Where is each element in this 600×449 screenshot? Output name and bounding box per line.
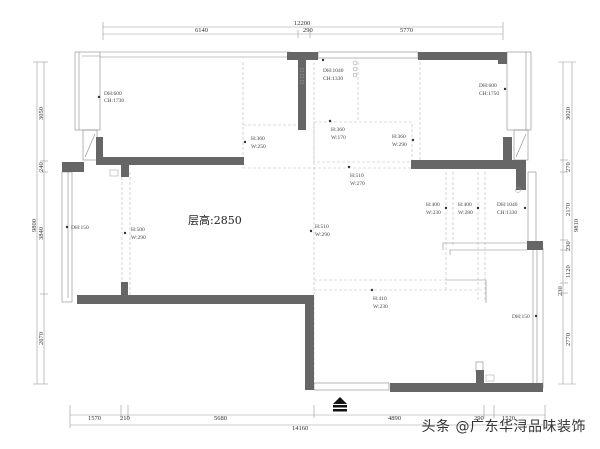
fixtures bbox=[109, 60, 521, 382]
dim-right-4: 230 bbox=[565, 241, 572, 251]
note-window-n-2: CH:1330 bbox=[323, 76, 343, 82]
note-beam-2-h: H:360 bbox=[331, 127, 345, 133]
dim-bottom-total: 14160 bbox=[292, 425, 308, 432]
dim-left-2: 240 bbox=[38, 162, 45, 172]
note-beam-4-h: H:510 bbox=[350, 173, 364, 179]
dim-top-2: 290 bbox=[303, 27, 313, 34]
note-beam-8-h: H:510 bbox=[315, 224, 329, 230]
dim-right-2: 270 bbox=[565, 162, 572, 172]
note-beam-9-w: W:230 bbox=[373, 304, 388, 310]
note-window-ne-1: DH:600 bbox=[479, 83, 497, 89]
dim-bottom-1: 1570 bbox=[88, 415, 101, 422]
note-beam-3-h: H:360 bbox=[392, 134, 406, 140]
dimension-left bbox=[33, 61, 48, 385]
dim-left-4: 2670 bbox=[38, 332, 45, 345]
dim-right-3: 2170 bbox=[565, 203, 572, 216]
note-window-nw-1: DH:600 bbox=[104, 91, 122, 97]
walls bbox=[62, 52, 543, 392]
beam-dashed-lines bbox=[121, 62, 500, 383]
note-beam-7-h: H:500 bbox=[131, 227, 145, 233]
dim-top-3: 5770 bbox=[400, 27, 413, 34]
watermark: 头条 @广东华浔品味装饰 bbox=[421, 419, 586, 435]
note-beam-2-w: W:170 bbox=[331, 135, 346, 141]
note-beam-3-w: W:290 bbox=[392, 142, 407, 148]
dim-right-5: 1120 bbox=[565, 265, 572, 278]
dim-right-1: 3020 bbox=[565, 107, 572, 120]
entrance-arrow-icon bbox=[333, 397, 347, 412]
dimension-right bbox=[558, 61, 576, 385]
note-beam-1-w: W:250 bbox=[251, 144, 266, 150]
note-beam-5-w: W:230 bbox=[426, 210, 441, 216]
annotation-dots bbox=[65, 58, 538, 318]
note-window-n-1: DH:1040 bbox=[323, 68, 344, 74]
dim-right-total: 9810 bbox=[573, 219, 580, 232]
note-window-e-1: DH:1040 bbox=[497, 202, 518, 208]
note-window-nw-2: CH:1730 bbox=[104, 98, 124, 104]
dim-right-7: 2770 bbox=[565, 333, 572, 346]
ceiling-height-label: 层高:2850 bbox=[188, 213, 242, 227]
note-door-se: DH:150 bbox=[512, 314, 530, 320]
annotation-labels: DH:600 CH:1730 DH:1040 CH:1330 DH:600 CH… bbox=[71, 68, 530, 320]
note-beam-4-w: W:270 bbox=[350, 181, 365, 187]
dim-left-1: 3050 bbox=[38, 107, 45, 120]
note-beam-6-h: H:400 bbox=[458, 202, 472, 208]
note-window-ne-2: CH:1750 bbox=[479, 91, 499, 97]
dimension-top bbox=[102, 22, 504, 40]
note-window-e-2: CH:1330 bbox=[497, 210, 517, 216]
note-beam-6-w: W:280 bbox=[458, 210, 473, 216]
dim-right-6: 230 bbox=[557, 286, 564, 296]
note-beam-7-w: W:290 bbox=[131, 235, 146, 241]
dim-left-total: 9800 bbox=[31, 219, 38, 232]
note-beam-8-w: W:290 bbox=[315, 232, 330, 238]
dim-bottom-4: 4890 bbox=[388, 415, 401, 422]
note-beam-5-h: H:400 bbox=[426, 202, 440, 208]
note-beam-9-h: H:410 bbox=[373, 296, 387, 302]
dim-bottom-6: 1520 bbox=[502, 415, 515, 422]
window-lines bbox=[61, 51, 544, 391]
dim-bottom-3: 5680 bbox=[214, 415, 227, 422]
dim-left-3: 3840 bbox=[38, 227, 45, 240]
dim-top-1: 6140 bbox=[195, 27, 208, 34]
dim-top-total: 12200 bbox=[294, 20, 310, 27]
note-door-w: DH:150 bbox=[71, 225, 89, 231]
dimension-bottom bbox=[69, 405, 546, 428]
note-beam-1-h: H:360 bbox=[251, 136, 265, 142]
dim-bottom-5: 290 bbox=[474, 415, 484, 422]
dim-bottom-2: 210 bbox=[120, 415, 130, 422]
partition-lines bbox=[442, 242, 534, 388]
